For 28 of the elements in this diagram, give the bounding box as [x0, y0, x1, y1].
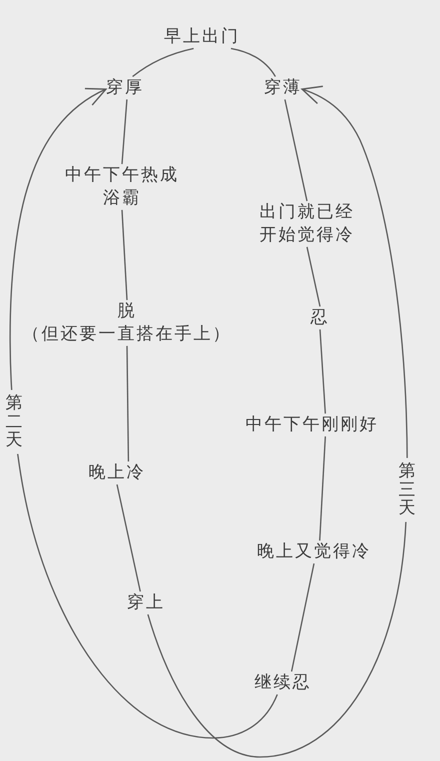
flow-text: 忍 — [310, 306, 330, 330]
connector-line — [306, 246, 321, 307]
curved-arrow — [9, 88, 278, 739]
connector-line — [126, 346, 130, 462]
flow-text: 晚上又觉得冷 — [256, 540, 372, 564]
flow-text: 晚上冷 — [88, 462, 146, 484]
flow-text: 穿厚 — [106, 76, 144, 100]
curved-arrow — [147, 86, 408, 758]
flow-text: 脱 — [117, 300, 137, 323]
flow-text: 穿薄 — [264, 76, 302, 100]
connector-line — [290, 563, 315, 672]
connector-line — [116, 484, 141, 592]
flow-text: 出门就已经开始觉得冷 — [256, 201, 358, 247]
connector-line — [284, 99, 308, 202]
connector-line — [121, 210, 128, 300]
flow-text: 继续忍 — [254, 672, 312, 694]
edge-label: 第三天 — [398, 458, 416, 522]
connector-line — [319, 329, 326, 414]
flow-text: 中午下午刚刚好 — [245, 414, 379, 436]
connector-line — [132, 48, 194, 78]
edge-label: 第二天 — [6, 390, 22, 454]
connector-line — [121, 99, 128, 164]
connector-line — [230, 48, 276, 77]
flow-text: 早上出门 — [164, 26, 240, 48]
note-text: （但还要一直搭在手上） — [22, 323, 232, 346]
flow-text: 穿上 — [126, 592, 166, 614]
connector-line — [319, 436, 326, 541]
flow-text: 中午下午热成浴霸 — [60, 164, 184, 210]
